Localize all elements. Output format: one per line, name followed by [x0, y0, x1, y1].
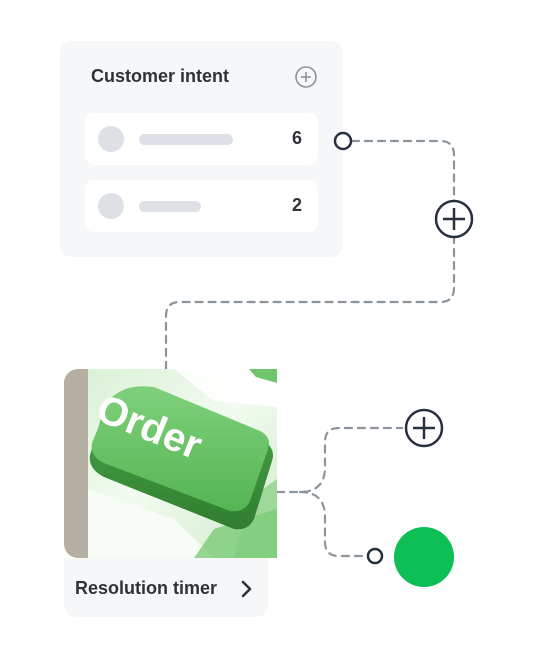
row-count: 6	[291, 128, 302, 148]
chevron-right-icon[interactable]	[240, 579, 254, 599]
input-port	[366, 547, 384, 565]
plus-circle-icon	[434, 199, 474, 239]
connector-line	[275, 426, 404, 494]
plus-circle-icon	[404, 408, 444, 448]
order-key-image: Order	[64, 369, 277, 558]
intent-row[interactable]: 2	[85, 180, 318, 232]
customer-intent-card: Customer intent 6 2	[60, 41, 343, 257]
row-avatar-placeholder	[98, 193, 124, 219]
resolution-timer-card[interactable]: Resolution timer	[64, 558, 268, 617]
card-title: Customer intent	[91, 66, 230, 86]
connector-line	[350, 139, 456, 204]
row-label-placeholder	[139, 134, 233, 145]
resolution-timer-label: Resolution timer	[75, 578, 218, 598]
output-port	[333, 131, 353, 151]
row-count: 2	[291, 195, 302, 215]
success-node[interactable]	[394, 527, 454, 587]
row-label-placeholder	[139, 201, 201, 212]
connector-line	[298, 490, 368, 558]
connector-line	[164, 234, 456, 372]
row-avatar-placeholder	[98, 126, 124, 152]
plus-circle-icon[interactable]	[294, 65, 318, 89]
intent-row[interactable]: 6	[85, 113, 318, 165]
